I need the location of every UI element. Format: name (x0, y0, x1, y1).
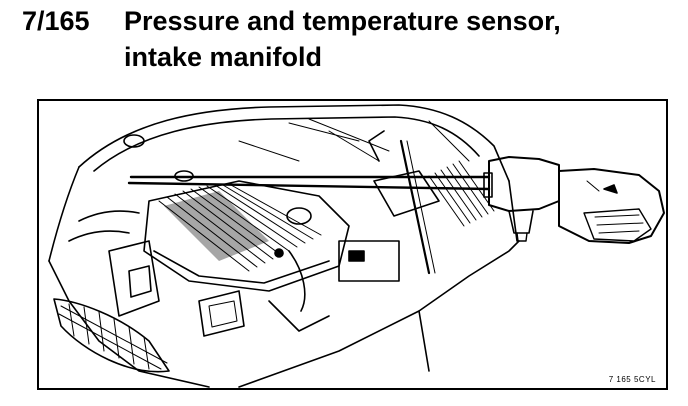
section-title-line-2: intake manifold (124, 42, 323, 72)
leader-lines (127, 175, 491, 191)
front-grille (53, 298, 170, 373)
section-number: 7/165 (22, 6, 90, 36)
sensor-detail (483, 156, 665, 244)
intake-ribs-fill (164, 191, 269, 261)
hood-strut (399, 139, 436, 275)
figure-reference: 7 165 5CYL (608, 375, 656, 384)
section-title-line-1: Pressure and temperature sensor, (124, 6, 561, 36)
figure-frame: 7 165 5CYL (37, 99, 668, 390)
engine-components (68, 130, 440, 337)
engine-bay-illustration (48, 104, 665, 388)
hood-outline (78, 104, 510, 182)
intake-ribs (158, 184, 322, 272)
